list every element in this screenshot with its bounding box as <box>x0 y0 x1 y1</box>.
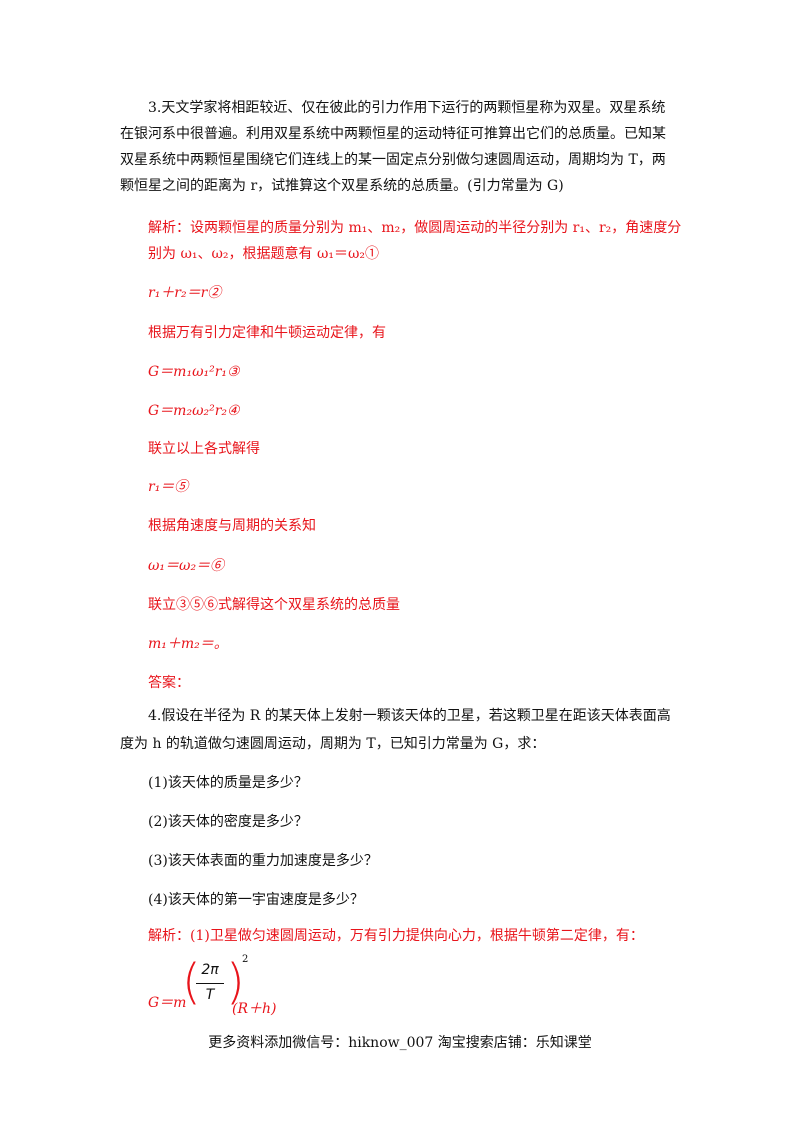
q4-line-2: 度为 h 的轨道做匀速圆周运动，周期为 T，已知引力常量为 G，求： <box>120 736 546 752</box>
sol3-line-4: 根据万有引力定律和牛顿运动定律，有 <box>148 325 386 341</box>
formula-lhs: G＝m <box>148 995 187 1011</box>
sol3-eq-3: G＝m₁ω₁²r₁③ <box>148 364 240 380</box>
fraction-numerator: 2π <box>201 962 219 978</box>
q3-line-2: 在银河系中很普遍。利用双星系统中两颗恒星的运动特征可推算出它们的总质量。已知某 <box>120 126 666 142</box>
q3-line-1: 3.天文学家将相距较近、仅在彼此的引力作用下运行的两颗恒星称为双星。双星系统 <box>148 100 666 116</box>
sol3-line-11: 联立③⑤⑥式解得这个双星系统的总质量 <box>148 597 400 613</box>
exponent: 2 <box>242 954 249 965</box>
sol3-answer-label: 答案： <box>148 675 190 691</box>
sol3-eq-5: r₁＝⑤ <box>148 479 189 495</box>
sol3-total-mass: m₁＋m₂＝。 <box>148 636 228 652</box>
sol3-line-2: 别为 ω₁、ω₂，根据题意有 ω₁＝ω₂① <box>148 246 380 262</box>
sol4-line-1: 解析：(1)卫星做匀速圆周运动，万有引力提供向心力，根据牛顿第二定律，有： <box>148 928 644 944</box>
sol3-eq-6: ω₁＝ω₂＝⑥ <box>148 558 225 574</box>
q4-sub-3: (3)该天体表面的重力加速度是多少？ <box>148 853 378 869</box>
q4-line-1: 4.假设在半径为 R 的某天体上发射一颗该天体的卫星，若这颗卫星在距该天体表面高 <box>148 708 671 724</box>
q4-sub-2: (2)该天体的密度是多少？ <box>148 814 308 830</box>
fraction-denominator: T <box>205 987 215 1003</box>
formula-tail: (R＋h) <box>232 1001 277 1017</box>
q4-sub-4: (4)该天体的第一宇宙速度是多少？ <box>148 892 364 908</box>
q3-line-4: 颗恒星之间的距离为 r，试推算这个双星系统的总质量。(引力常量为 G) <box>120 178 564 194</box>
sol3-line-1: 解析：设两颗恒星的质量分别为 m₁、m₂，做圆周运动的半径分别为 r₁、r₂，角… <box>148 220 682 236</box>
right-paren: ) <box>226 954 245 1010</box>
sol3-line-7: 联立以上各式解得 <box>148 441 260 457</box>
sol3-eq-4: G＝m₂ω₂²r₂④ <box>148 403 240 419</box>
q4-sub-1: (1)该天体的质量是多少？ <box>148 775 308 791</box>
sol3-eq-2: r₁＋r₂＝r② <box>148 285 222 301</box>
q3-line-3: 双星系统中两颗恒星围绕它们连线上的某一固定点分别做匀速圆周运动，周期均为 T，两 <box>120 152 666 168</box>
fraction-bar <box>196 983 224 984</box>
sol4-formula: G＝m ( 2π T ) 2 (R＋h) <box>148 954 348 1020</box>
left-paren: ( <box>182 954 201 1010</box>
sol3-line-9: 根据角速度与周期的关系知 <box>148 518 316 534</box>
page-footer: 更多资料添加微信号：hiknow_007 淘宝搜索店铺：乐知课堂 <box>208 1035 592 1051</box>
